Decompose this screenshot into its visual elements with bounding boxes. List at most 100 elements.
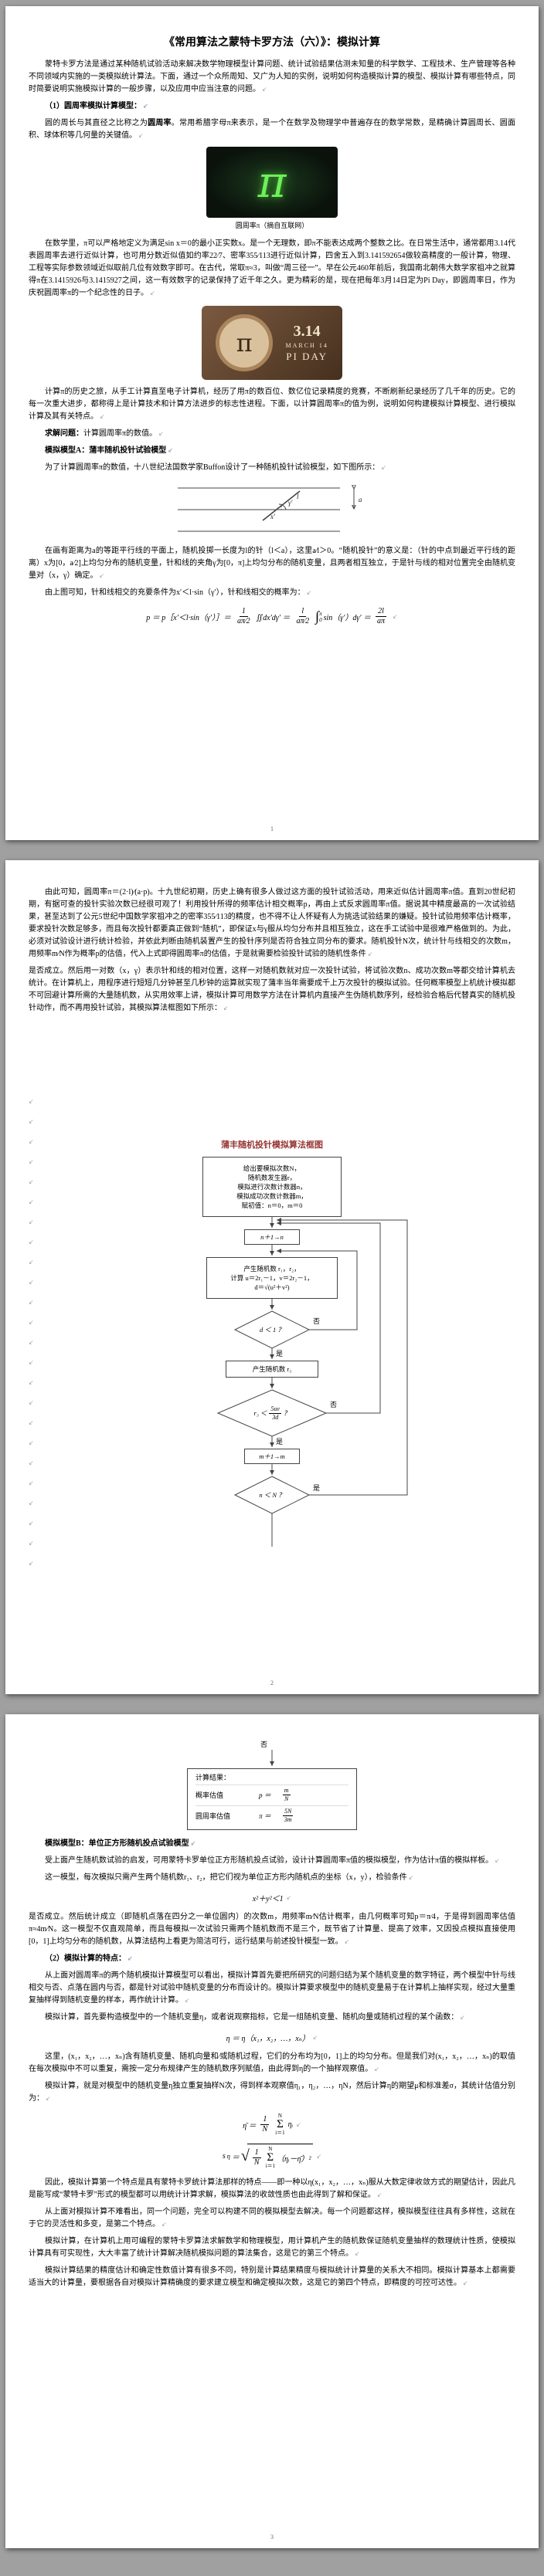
model-b-result-text: 是否成立。然后统计成立（即随机点落在四分之一单位圆内）的次数m，用频率m∕N估计…	[29, 1913, 515, 1946]
heading-features: （2）模拟计算的特点：↙	[29, 1953, 515, 1965]
paragraph-mark-icon: ↙	[376, 2191, 382, 2198]
std-den: N	[253, 2157, 260, 2167]
heading-model-b: 模拟模型B：单位正方形随机投点试验模型↙	[29, 1838, 515, 1850]
heading-model: （1）圆周率模拟计算模型：↙	[29, 100, 515, 113]
result-pi-den: 3m	[284, 1816, 292, 1823]
pi-symbol: π	[257, 157, 287, 208]
result-pi-label: 圆周率估值	[196, 1812, 231, 1820]
init-line-2: 随机数发生器r，	[247, 1174, 297, 1181]
std-eq: ＝	[231, 2154, 240, 2162]
pi-image-caption: 圆周率π（摘自互联网）	[235, 222, 309, 229]
history-text: 计算π的历史之旅，从手工计算直至电子计算机，经历了用π的数百位、数亿位记录精度的…	[29, 388, 515, 421]
label-no-2: 否	[330, 1401, 338, 1408]
std-sum-lower: i＝1	[265, 2163, 275, 2169]
paragraph-mark-icon: ↙	[286, 1894, 292, 1901]
simulation-text: 是否成立。然后用一对数（x，γ）表示针和线的相对位置，这样一对随机数就对应一次投…	[29, 967, 515, 1012]
result-pi-lhs: π ＝	[259, 1812, 271, 1820]
page-number: 1	[270, 825, 274, 832]
empty-lines	[29, 1019, 515, 1135]
intro-text: 蒙特卡罗方法是通过某种随机试验活动来解决数学物理模型计算问题、统计试验结果估测未…	[29, 60, 515, 93]
std-s: s	[222, 2152, 226, 2161]
feature-4-paragraph: 模拟计算结果的精度估计和确定性数值计算有很多不同，特别是计算结果精度与模拟统计计…	[29, 2265, 515, 2290]
label-a: a	[359, 496, 362, 503]
result-prob-den: N	[284, 1795, 289, 1802]
std-num: 1	[252, 2148, 261, 2158]
flowchart-title: 蒲丰随机投针模拟算法框图	[221, 1141, 323, 1150]
result-prob-lhs: p ＝	[259, 1791, 271, 1799]
init-box: 给出要模拟次数N， 随机数发生器r， 模拟进行次数计数器n， 模拟成功次数计数器…	[202, 1157, 342, 1217]
pi-def-post: 。常用希腊字母π来表示，是一个在数学及物理学中普遍存在的数学常数，是精确计算圆周…	[29, 119, 516, 140]
mean-lhs: η̄ ＝	[243, 2121, 257, 2130]
sampling-text: 模拟计算，就是对模型中的随机变量η独立重复抽样N次，得到样本观察值η₁，η₂，……	[29, 2082, 515, 2103]
feature-1-summary-paragraph: 因此，模拟计算第一个特点是具有蒙特卡罗统计算法那样的特点——即一种以η(x₁，x…	[29, 2177, 515, 2201]
paragraph-mark-icon: ↙	[262, 86, 267, 93]
paragraph-mark-icon: ↙	[306, 589, 312, 596]
frac1-den: aπ∕2	[236, 617, 250, 625]
d2-num: 5uv	[269, 1405, 281, 1414]
mean-den: N	[262, 2124, 268, 2134]
intro-paragraph: 蒙特卡罗方法是通过某种随机试验活动来解决数学物理模型计算问题、统计试验结果估测未…	[29, 59, 515, 96]
buffon-paragraph: 为了计算圆周率π的数值，十八世纪法国数学家Buffon设计了一种随机投针试验模型…	[29, 462, 515, 474]
angle-arc	[278, 503, 287, 510]
mean-sum-lower: i＝1	[275, 2130, 285, 2136]
feature-2-paragraph: 从上面对模拟计算不难看出，同一个问题，完全可以构建不同的模拟模型去解决。每一个问…	[29, 2206, 515, 2231]
paragraph-mark-icon: ↙	[158, 430, 164, 437]
needle-paragraph: 在画有距离为a的等距平行线的平面上，随机投掷一长度为l的针（l＜a），这里a∕l…	[29, 545, 515, 582]
gen-line-1: 产生随机数 r₁，r₂，	[243, 1265, 301, 1273]
paragraph-mark-icon: ↙	[150, 290, 155, 297]
heading-model-a-text: 模拟模型A：蒲丰随机投针试验模型	[45, 446, 167, 455]
double-integral: ∬dx′dγ′ ＝	[256, 614, 291, 622]
mean-tail: ηᵢ	[287, 2120, 294, 2129]
paragraph-mark-icon: ↙	[374, 2066, 379, 2073]
result-pi-num: 5N	[282, 1808, 294, 1816]
paragraph-mark-icon: ↙	[296, 2120, 301, 2128]
label-yes-1: 是	[276, 1350, 284, 1357]
page-number: 2	[270, 1679, 274, 1686]
pi-math-text: 在数学里，π可以严格地定义为满足sin x＝0的最小正实数x。是一个无理数，即π…	[29, 239, 515, 297]
paragraph-mark-icon: ↙	[223, 1005, 229, 1012]
heading-features-text: （2）模拟计算的特点：	[45, 1954, 126, 1963]
derivation-text: 由此可知，圆周率π＝(2·l)∕(a·p)。十九世纪初期，历史上确有很多人做过这…	[29, 888, 515, 958]
paragraph-mark-icon: ↙	[162, 2221, 167, 2228]
paragraph-mark-icon: ↙	[143, 103, 148, 110]
needle-text: 在画有距离为a的等距平行线的平面上，随机投掷一长度为l的针（l＜a），这里a∕l…	[29, 547, 515, 580]
needle-diagram: x′ γ′ l a	[178, 479, 362, 532]
init-line-4: 模拟成功次数计数器m，	[236, 1192, 308, 1200]
paragraph-mark-icon: ↙	[393, 613, 398, 620]
history-paragraph: 计算π的历史之旅，从手工计算直至电子计算机，经历了用π的数百位、数亿位记录精度的…	[29, 386, 515, 423]
label-yes-2: 是	[276, 1438, 284, 1446]
simulation-paragraph: 是否成立。然后用一对数（x，γ）表示针和线的相对位置，这样一对随机数就对应一次投…	[29, 965, 515, 1015]
frac3-den: aπ	[377, 617, 386, 625]
mean-sum-upper: N	[277, 2113, 282, 2119]
derivation-paragraph: 由此可知，圆周率π＝(2·l)∕(a·p)。十九世纪初期，历史上确有很多人做过这…	[29, 886, 515, 961]
pi-definition-paragraph: 圆的周长与其直径之比称之为圆周率。常用希腊字母π来表示，是一个在数学及物理学中普…	[29, 117, 515, 142]
eta-intro-paragraph: 模拟计算，首先要构造模型中的一个随机变量η，或者说观察指标，它是一组随机变量、随…	[29, 2012, 515, 2024]
mean-num: 1	[260, 2115, 270, 2125]
feature-1-paragraph: 从上面对圆周率π的两个随机模拟计算模型可以看出，模拟计算首先要把所研究的问题归结…	[29, 1970, 515, 2007]
paragraph-mark-icon: ↙	[367, 951, 373, 958]
sqrt-sign: √	[240, 2147, 250, 2164]
paragraph-mark-icon: ↙	[381, 464, 386, 471]
integrand: sin（γ′）dγ′ ＝	[323, 614, 372, 622]
d2-den: 3d	[272, 1413, 279, 1421]
pi-day-month: MARCH 14	[285, 342, 328, 349]
label-gamma: γ′	[288, 499, 294, 507]
pi-math-paragraph: 在数学里，π可以严格地定义为满足sin x＝0的最小正实数x。是一个无理数，即π…	[29, 238, 515, 300]
cross-paragraph: 由上图可知，针和线相交的充要条件为x′＜l·sin（γ′），针和线相交的概率为：…	[29, 587, 515, 599]
solve-paragraph: 求解问题：计算圆周率π的数值。↙	[29, 428, 515, 440]
paragraph-mark-icon: ↙	[138, 132, 144, 139]
